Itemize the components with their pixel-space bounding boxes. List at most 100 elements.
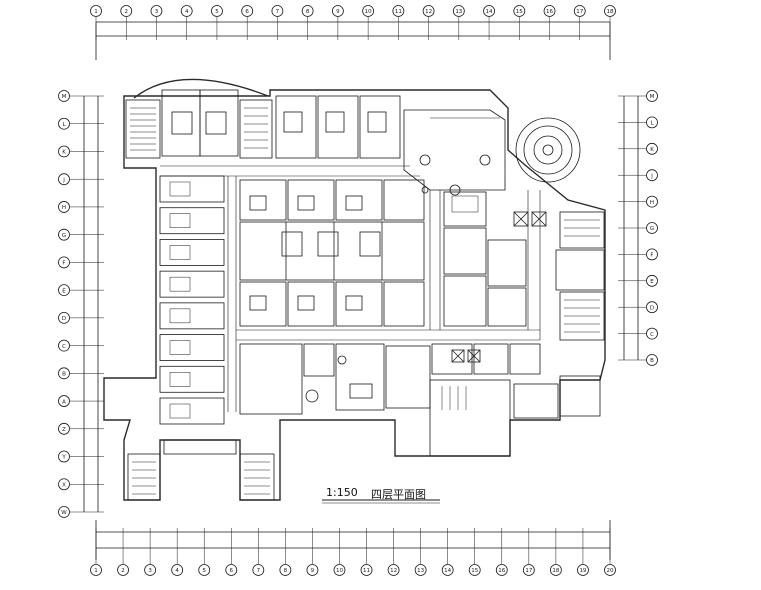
grid-bubble-left-label: W: [61, 510, 67, 516]
grid-bubble-bottom-circle: [522, 564, 535, 576]
grid-bubble-left-circle: [58, 90, 70, 102]
grid-bubble-right-circle: [646, 142, 658, 155]
grid-bubble-top: 12: [422, 5, 435, 17]
grid-bubble-left: Y: [58, 450, 70, 463]
guest-room: [159, 175, 225, 203]
grid-bubble-bottom-label: 10: [336, 568, 343, 574]
atrium: [403, 109, 506, 196]
grid-bubble-right: J: [646, 169, 658, 182]
bed: [169, 340, 191, 355]
grid-bubble-bottom-label: 5: [202, 568, 206, 574]
grid-bubble-top: 8: [301, 5, 314, 17]
grid-bubble-left: Z: [58, 422, 70, 435]
grid-bubble-top: 11: [392, 5, 405, 17]
grid-bubble-top-circle: [362, 5, 375, 17]
grid-bubble-bottom-label: 14: [444, 568, 451, 574]
grid-bubble-left-label: Y: [61, 455, 66, 461]
grid-bubble-left-circle: [58, 228, 70, 241]
grid-bubble-right-label: F: [650, 253, 653, 259]
grid-bubble-bottom: 19: [577, 564, 589, 576]
grid-bubble-bottom-circle: [495, 564, 508, 576]
grid-bubble-top: 7: [271, 5, 284, 17]
grid-bubble-top-circle: [483, 5, 495, 17]
grid-bubble-top-circle: [331, 5, 344, 17]
grid-bubble-left-circle: [58, 478, 70, 491]
grid-bubble-left: M: [58, 90, 70, 102]
grid-bubble-left-circle: [58, 422, 70, 435]
grid-bubble-left-label: L: [62, 122, 66, 128]
drawing-scale: 1:150: [326, 486, 358, 499]
grid-bubble-right: L: [646, 116, 658, 129]
grid-bubble-left-label: B: [62, 372, 66, 378]
grid-bubble-left: A: [58, 395, 70, 407]
grid-bubble-bottom: 5: [198, 564, 211, 576]
grid-bubble-bottom: 1: [90, 564, 102, 576]
grid-bubble-right-label: M: [650, 94, 655, 100]
grid-bubble-top: 4: [180, 5, 193, 17]
grid-bubble-left-label: F: [62, 261, 65, 267]
grid-bubble-top-label: 5: [215, 9, 219, 15]
grid-bubble-bottom-label: 18: [552, 568, 559, 574]
central-rooms: [239, 179, 425, 327]
grid-bubble-bottom: 12: [387, 564, 400, 576]
grid-bubble-top-label: 16: [546, 9, 553, 15]
grid-bubble-top-label: 17: [576, 9, 583, 15]
grid-bubble-right: M: [646, 90, 658, 102]
grid-bubble-top-circle: [180, 5, 193, 17]
grid-bubble-top-label: 7: [276, 9, 280, 15]
grid-bubble-right-label: L: [650, 121, 654, 127]
grid-bubble-left-circle: [58, 506, 70, 518]
grid-bubble-left-circle: [58, 256, 70, 269]
grid-bubble-top-circle: [452, 5, 465, 17]
grid-bubble-right-circle: [646, 248, 658, 261]
grid-bubble-bottom-circle: [414, 564, 427, 576]
grid-bubble-bottom: 18: [549, 564, 562, 576]
grid-bubble-left-label: H: [62, 205, 66, 211]
top-dimension-chain: [95, 21, 611, 60]
bed: [169, 403, 191, 419]
grid-bubble-top-circle: [573, 5, 586, 17]
grid-bubble-bottom-label: 11: [363, 568, 370, 574]
grid-bubble-bottom-circle: [117, 564, 129, 576]
bed: [169, 372, 191, 387]
grid-bubble-top: 17: [573, 5, 586, 17]
bed: [169, 276, 191, 292]
grid-bubble-bottom: 11: [360, 564, 373, 576]
grid-bubble-bottom: 9: [306, 564, 319, 576]
guest-room: [159, 397, 225, 425]
grid-bubble-bottom-circle: [225, 564, 238, 576]
guest-room: [159, 334, 225, 361]
grid-bubble-bottom-circle: [279, 564, 292, 576]
grid-bubble-top-circle: [150, 5, 163, 17]
grid-bubble-left-circle: [58, 145, 70, 158]
grid-bubble-top-circle: [513, 5, 526, 17]
grid-bubble-right-circle: [646, 169, 658, 182]
grid-bubble-bottom: 6: [225, 564, 238, 576]
guest-room: [159, 302, 225, 330]
grid-bubble-top: 16: [543, 5, 556, 17]
grid-bubble-bottom-label: 9: [311, 568, 315, 574]
grid-bubble-right-circle: [646, 90, 658, 102]
grid-bubble-right-circle: [646, 274, 658, 287]
grid-bubble-left-label: C: [62, 344, 66, 350]
grid-bubble-top-label: 8: [306, 9, 310, 15]
grid-bubble-top-label: 4: [185, 9, 189, 15]
grid-bubble-top-label: 1: [94, 9, 98, 15]
grid-bubble-right-label: B: [650, 358, 654, 364]
grid-bubble-right-circle: [646, 354, 658, 366]
grid-bubble-left-label: X: [62, 482, 66, 488]
grid-bubble-top: 15: [513, 5, 526, 17]
grid-bubble-top-label: 3: [155, 9, 159, 15]
grid-bubble-left: L: [58, 117, 70, 130]
grid-bubble-bottom-label: 13: [417, 568, 424, 574]
grid-bubble-left-circle: [58, 311, 70, 324]
grid-bubble-right-circle: [646, 116, 658, 129]
grid-bubble-left-label: D: [62, 316, 66, 322]
corridors: [160, 165, 541, 412]
grid-bubble-top-circle: [392, 5, 405, 17]
grid-bubble-top-label: 2: [124, 9, 128, 15]
